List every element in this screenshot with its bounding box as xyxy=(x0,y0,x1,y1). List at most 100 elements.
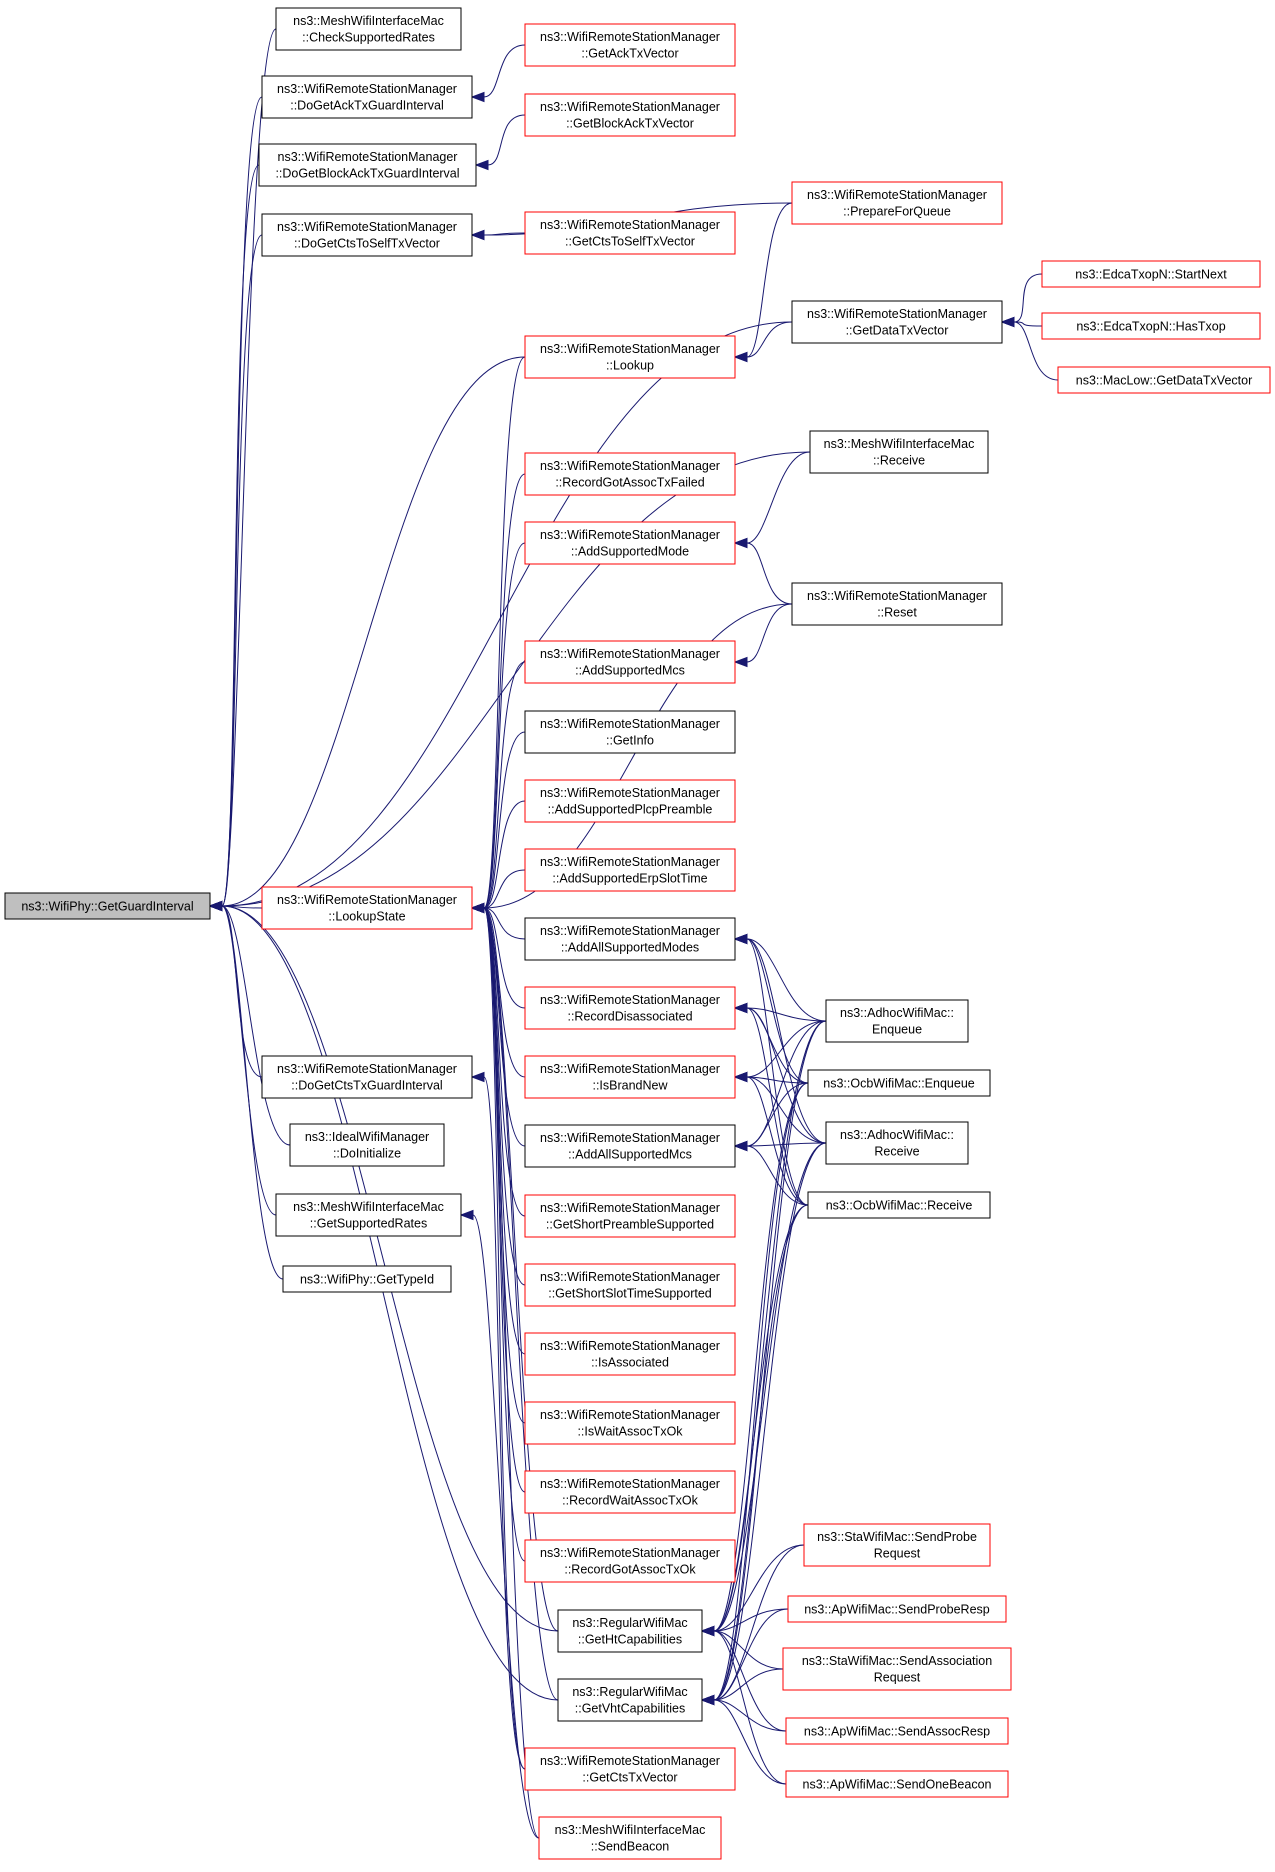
graph-node-a7[interactable]: ns3::IdealWifiManager::DoInitialize xyxy=(289,1123,445,1167)
graph-node-c12[interactable]: ns3::ApWifiMac::SendAssocResp xyxy=(785,1717,1009,1745)
graph-node-a9[interactable]: ns3::WifiPhy::GetTypeId xyxy=(282,1265,452,1293)
graph-node-b2[interactable]: ns3::WifiRemoteStationManager::GetBlockA… xyxy=(524,93,736,137)
node-label-line: ns3::WifiRemoteStationManager xyxy=(807,188,987,202)
call-edge-a4-to-root xyxy=(221,234,263,907)
graph-node-b18[interactable]: ns3::WifiRemoteStationManager::IsWaitAss… xyxy=(524,1401,736,1445)
node-label-line: Request xyxy=(874,1547,921,1561)
node-label-line: ns3::AdhocWifiMac:: xyxy=(840,1006,954,1020)
graph-node-b5[interactable]: ns3::WifiRemoteStationManager::RecordGot… xyxy=(524,452,736,496)
graph-node-a8[interactable]: ns3::MeshWifiInterfaceMac::GetSupportedR… xyxy=(275,1193,462,1237)
graph-node-a6[interactable]: ns3::WifiRemoteStationManager::DoGetCtsT… xyxy=(261,1055,473,1099)
graph-node-b24[interactable]: ns3::MeshWifiInterfaceMac::SendBeacon xyxy=(538,1816,722,1860)
graph-node-b23[interactable]: ns3::WifiRemoteStationManager::GetCtsTxV… xyxy=(524,1747,736,1791)
graph-node-b20[interactable]: ns3::WifiRemoteStationManager::RecordGot… xyxy=(524,1539,736,1583)
graph-node-a4[interactable]: ns3::WifiRemoteStationManager::DoGetCtsT… xyxy=(261,213,473,257)
node-label-line: ns3::WifiRemoteStationManager xyxy=(540,1754,720,1768)
node-label-line: ns3::EdcaTxopN::StartNext xyxy=(1075,267,1227,281)
graph-node-d1[interactable]: ns3::EdcaTxopN::StartNext xyxy=(1041,260,1261,288)
graph-node-b22[interactable]: ns3::RegularWifiMac::GetVhtCapabilities xyxy=(557,1678,703,1722)
node-box xyxy=(524,335,736,379)
graph-node-c6[interactable]: ns3::OcbWifiMac::Enqueue xyxy=(807,1069,991,1097)
node-label-line: ns3::WifiRemoteStationManager xyxy=(540,993,720,1007)
edge-arrowhead xyxy=(474,159,489,171)
call-edge-c4-to-b6 xyxy=(746,542,793,605)
graph-node-a1[interactable]: ns3::MeshWifiInterfaceMac::CheckSupporte… xyxy=(275,7,462,51)
node-box xyxy=(791,181,1003,225)
graph-node-a5[interactable]: ns3::WifiRemoteStationManager::LookupSta… xyxy=(261,886,473,930)
node-label-line: ::GetBlockAckTxVector xyxy=(566,117,694,131)
graph-node-a3[interactable]: ns3::WifiRemoteStationManager::DoGetBloc… xyxy=(258,143,477,187)
edge-arrowhead xyxy=(470,1071,485,1083)
graph-node-a2[interactable]: ns3::WifiRemoteStationManager::DoGetAckT… xyxy=(261,75,473,119)
graph-node-b7[interactable]: ns3::WifiRemoteStationManager::AddSuppor… xyxy=(524,640,736,684)
graph-node-root[interactable]: ns3::WifiPhy::GetGuardInterval xyxy=(4,892,211,920)
node-label-line: ns3::EdcaTxopN::HasTxop xyxy=(1076,319,1225,333)
node-label-line: ::AddAllSupportedModes xyxy=(561,941,699,955)
graph-node-b10[interactable]: ns3::WifiRemoteStationManager::AddSuppor… xyxy=(524,848,736,892)
graph-node-d2[interactable]: ns3::EdcaTxopN::HasTxop xyxy=(1041,312,1261,340)
node-label-line: ns3::WifiRemoteStationManager xyxy=(540,717,720,731)
graph-node-c7[interactable]: ns3::AdhocWifiMac::Receive xyxy=(825,1121,969,1165)
node-box xyxy=(538,1816,722,1860)
node-box xyxy=(524,23,736,67)
call-edge-b8-to-a5 xyxy=(483,731,526,909)
graph-node-c10[interactable]: ns3::ApWifiMac::SendProbeResp xyxy=(787,1595,1007,1623)
node-box xyxy=(524,1332,736,1376)
node-label-line: ns3::WifiRemoteStationManager xyxy=(540,218,720,232)
graph-node-c5[interactable]: ns3::AdhocWifiMac::Enqueue xyxy=(825,999,969,1043)
graph-node-b15[interactable]: ns3::WifiRemoteStationManager::GetShortP… xyxy=(524,1194,736,1238)
edge-arrowhead xyxy=(733,537,748,549)
graph-node-b21[interactable]: ns3::RegularWifiMac::GetHtCapabilities xyxy=(557,1609,703,1653)
node-label-line: ns3::WifiRemoteStationManager xyxy=(277,893,457,907)
node-box xyxy=(524,1263,736,1307)
node-box xyxy=(807,1069,991,1097)
call-edge-c13-to-b22 xyxy=(713,1699,787,1785)
graph-node-b13[interactable]: ns3::WifiRemoteStationManager::IsBrandNe… xyxy=(524,1055,736,1099)
node-label-line: ns3::WifiRemoteStationManager xyxy=(540,100,720,114)
graph-node-b14[interactable]: ns3::WifiRemoteStationManager::AddAllSup… xyxy=(524,1124,736,1168)
node-box xyxy=(524,710,736,754)
graph-node-c4[interactable]: ns3::WifiRemoteStationManager::Reset xyxy=(791,582,1003,626)
graph-node-b3[interactable]: ns3::WifiRemoteStationManager::GetCtsToS… xyxy=(524,211,736,255)
edge-arrowhead xyxy=(208,900,223,912)
graph-node-b19[interactable]: ns3::WifiRemoteStationManager::RecordWai… xyxy=(524,1470,736,1514)
call-edge-d1-to-c2 xyxy=(1013,273,1043,323)
graph-node-b16[interactable]: ns3::WifiRemoteStationManager::GetShortS… xyxy=(524,1263,736,1307)
graph-node-b17[interactable]: ns3::WifiRemoteStationManager::IsAssocia… xyxy=(524,1332,736,1376)
graph-node-b6[interactable]: ns3::WifiRemoteStationManager::AddSuppor… xyxy=(524,521,736,565)
graph-node-c3[interactable]: ns3::MeshWifiInterfaceMac::Receive xyxy=(809,430,989,474)
node-box xyxy=(791,582,1003,626)
graph-node-d3[interactable]: ns3::MacLow::GetDataTxVector xyxy=(1057,366,1271,394)
call-edge-b24-to-a8 xyxy=(472,1214,540,1839)
node-label-line: Receive xyxy=(874,1145,919,1159)
node-label-line: ::RecordGotAssocTxFailed xyxy=(555,476,704,490)
node-label-line: ns3::OcbWifiMac::Receive xyxy=(826,1198,973,1212)
graph-node-b9[interactable]: ns3::WifiRemoteStationManager::AddSuppor… xyxy=(524,779,736,823)
node-label-line: ::RecordGotAssocTxOk xyxy=(564,1563,696,1577)
graph-node-c8[interactable]: ns3::OcbWifiMac::Receive xyxy=(807,1191,991,1219)
node-layer: ns3::WifiPhy::GetGuardIntervalns3::MeshW… xyxy=(4,7,1271,1860)
node-label-line: ns3::WifiRemoteStationManager xyxy=(540,30,720,44)
node-label-line: ns3::OcbWifiMac::Enqueue xyxy=(823,1076,975,1090)
node-label-line: ::IsBrandNew xyxy=(592,1079,668,1093)
node-box xyxy=(557,1678,703,1722)
node-label-line: ns3::WifiRemoteStationManager xyxy=(540,1546,720,1560)
graph-node-c2[interactable]: ns3::WifiRemoteStationManager::GetDataTx… xyxy=(791,300,1003,344)
edge-arrowhead xyxy=(700,1694,715,1706)
node-label-line: ns3::WifiRemoteStationManager xyxy=(540,459,720,473)
graph-node-c13[interactable]: ns3::ApWifiMac::SendOneBeacon xyxy=(785,1770,1009,1798)
node-label-line: ::DoInitialize xyxy=(333,1147,401,1161)
graph-node-b4[interactable]: ns3::WifiRemoteStationManager::Lookup xyxy=(524,335,736,379)
graph-node-b12[interactable]: ns3::WifiRemoteStationManager::RecordDis… xyxy=(524,986,736,1030)
node-box xyxy=(275,7,462,51)
call-edge-c5-to-b13 xyxy=(746,1020,827,1078)
graph-node-b11[interactable]: ns3::WifiRemoteStationManager::AddAllSup… xyxy=(524,917,736,961)
graph-node-c1[interactable]: ns3::WifiRemoteStationManager::PrepareFo… xyxy=(791,181,1003,225)
graph-node-b1[interactable]: ns3::WifiRemoteStationManager::GetAckTxV… xyxy=(524,23,736,67)
node-box xyxy=(1041,260,1261,288)
graph-node-b8[interactable]: ns3::WifiRemoteStationManager::GetInfo xyxy=(524,710,736,754)
node-label-line: ns3::ApWifiMac::SendAssocResp xyxy=(804,1724,990,1738)
node-box xyxy=(261,213,473,257)
